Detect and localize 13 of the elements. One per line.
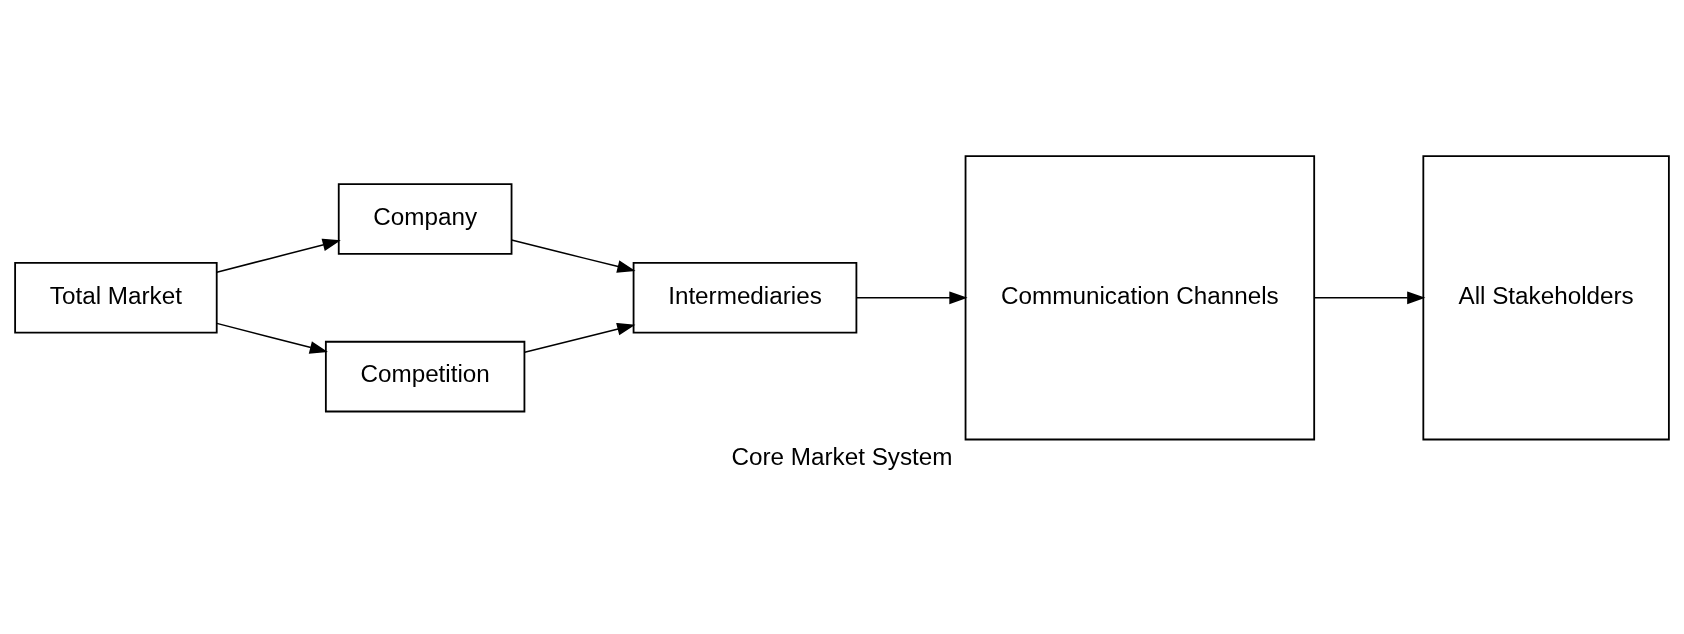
arrow	[524, 322, 636, 353]
node-box: All Stakeholders	[1422, 154, 1670, 440]
node-box: Intermediaries	[632, 261, 858, 334]
arrow	[216, 238, 341, 273]
arrow	[855, 290, 968, 304]
node-box: Competition	[324, 340, 526, 412]
arrow	[216, 322, 328, 354]
node-box: Company	[337, 182, 513, 255]
caption: Core Market System	[731, 442, 953, 470]
node-box: Total Market	[14, 261, 218, 334]
node-box: Communication Channels	[964, 154, 1316, 440]
arrow	[1313, 290, 1426, 304]
arrow	[510, 238, 636, 273]
